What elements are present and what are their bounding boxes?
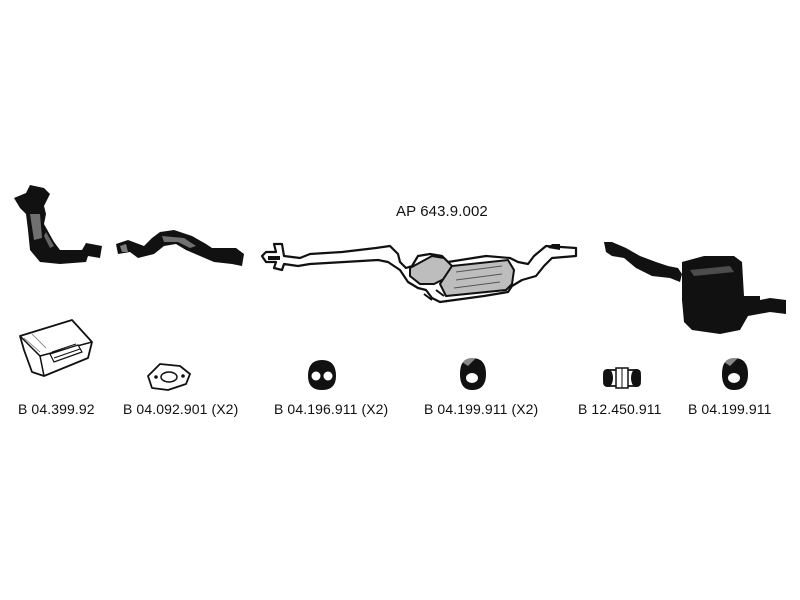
- part-number-label: B 04.199.911: [688, 401, 772, 417]
- part-number-label: B 12.450.911: [578, 401, 662, 417]
- pipe-clamp-icon: [603, 367, 641, 389]
- assembly-code: AP 643.9.002: [396, 203, 488, 220]
- rubber-hanger-icon: [460, 356, 486, 390]
- rear-silencer: [604, 242, 786, 334]
- rubber-hanger-icon: [722, 356, 748, 390]
- part-number-label: B 04.196.911 (X2): [274, 401, 389, 417]
- part-number-label: B 04.092.901 (X2): [123, 401, 239, 417]
- part-number-label: B 04.399.92: [18, 401, 95, 417]
- mounting-kit-box-icon: [19, 319, 93, 377]
- rubber-mount-icon: [308, 360, 336, 390]
- centre-silencer: [260, 242, 578, 304]
- front-pipe-catalytic-converter: [14, 185, 102, 264]
- intermediate-pipe: [116, 230, 244, 266]
- part-number-label: B 04.199.911 (X2): [424, 401, 539, 417]
- gasket-icon: [147, 363, 191, 391]
